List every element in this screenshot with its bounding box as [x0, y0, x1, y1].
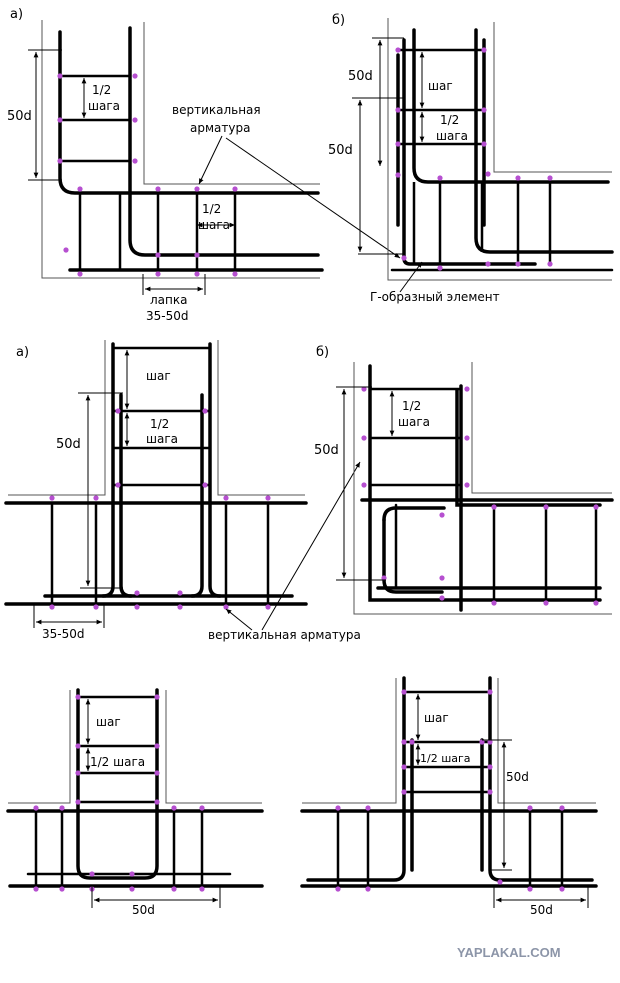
concrete-outline [387, 18, 612, 281]
dimension-lines [336, 386, 395, 581]
clamp-dots [49, 408, 271, 610]
clamp-dots [57, 73, 238, 277]
dim-50d: 50d [348, 69, 373, 84]
label-shaga: шага [88, 99, 120, 113]
dim-50d: 50d [328, 143, 353, 158]
panel-bottom-right: шаг 1/2 шага 50d 50d [300, 676, 598, 917]
label-shaga: шага [198, 218, 230, 232]
stirrups [60, 74, 237, 270]
stirrups [34, 695, 204, 886]
label-half: 1/2 [92, 83, 111, 97]
panel-bottom-left: шаг 1/2 шага 50d [6, 688, 264, 917]
stirrups [370, 387, 598, 600]
rebar-bars [4, 342, 308, 606]
label-half-step: 1/2 шага [90, 755, 145, 769]
rebar-bars [6, 688, 264, 888]
label-shag: шаг [96, 715, 121, 729]
panel-top-left: а) 50d 1/2 шага вертикальная арматура 1/… [7, 7, 401, 323]
concrete-outline [8, 340, 305, 496]
rebar-bars [390, 28, 614, 272]
panel-middle-left: а) 50d шаг 1/2 шага 35-50d вертикальная … [4, 340, 361, 642]
label-vert-1: вертикальная [172, 103, 261, 117]
dim-50d: 50d [56, 437, 81, 452]
dimension-lines [85, 699, 221, 908]
label-lapka: лапка [150, 293, 187, 307]
label-a: а) [16, 345, 29, 360]
dimension-lines [28, 49, 235, 295]
concrete-outline [302, 678, 596, 804]
label-half-step: 1/2 шага [420, 752, 471, 765]
dim-50d: 50d [314, 443, 339, 458]
label-b: б) [316, 345, 329, 360]
rebar-bars [58, 26, 324, 272]
clamp-dots [335, 689, 565, 892]
label-half: 1/2 [402, 399, 421, 413]
panel-top-right: б) 50d 50d шаг 1/2 шага Г-образный элеме… [328, 13, 614, 304]
stirrups [336, 690, 564, 886]
label-half: 1/2 [202, 202, 221, 216]
label-shag: шаг [428, 79, 453, 93]
dimension-lines [352, 37, 425, 293]
label-shaga: шага [436, 129, 468, 143]
label-range: 35-50d [42, 627, 85, 641]
dim-50d: 50d [132, 903, 155, 917]
dim-50d: 50d [530, 903, 553, 917]
label-vert-full: вертикальная арматура [208, 628, 361, 642]
label-g-element: Г-образный элемент [370, 290, 500, 304]
clamp-dots [33, 694, 205, 892]
label-shag: шаг [424, 711, 449, 725]
concrete-outline [41, 20, 320, 279]
dimension-lines [415, 694, 589, 908]
stirrups [50, 346, 270, 604]
dim-50d: 50d [7, 109, 32, 124]
watermark: YAPLAKAL.COM [457, 945, 561, 960]
label-a: а) [10, 7, 23, 22]
label-half: 1/2 [440, 113, 459, 127]
clamp-dots [361, 386, 599, 606]
label-shaga: шага [146, 432, 178, 446]
dim-50d: 50d [506, 770, 529, 784]
label-shaga: шага [398, 415, 430, 429]
rebar-bars [300, 676, 598, 888]
concrete-outline [353, 362, 612, 615]
stirrups [398, 48, 552, 265]
concrete-outline [8, 690, 262, 804]
label-half: 1/2 [150, 417, 169, 431]
label-b: б) [332, 13, 345, 28]
label-shag: шаг [146, 369, 171, 383]
clamp-dots [395, 47, 553, 271]
rebar-bars [360, 364, 614, 612]
label-vert-2: арматура [190, 121, 250, 135]
label-lapka-len: 35-50d [146, 309, 189, 323]
panel-middle-right: б) 50d 1/2 шага [314, 345, 614, 615]
dimension-lines [33, 350, 361, 631]
